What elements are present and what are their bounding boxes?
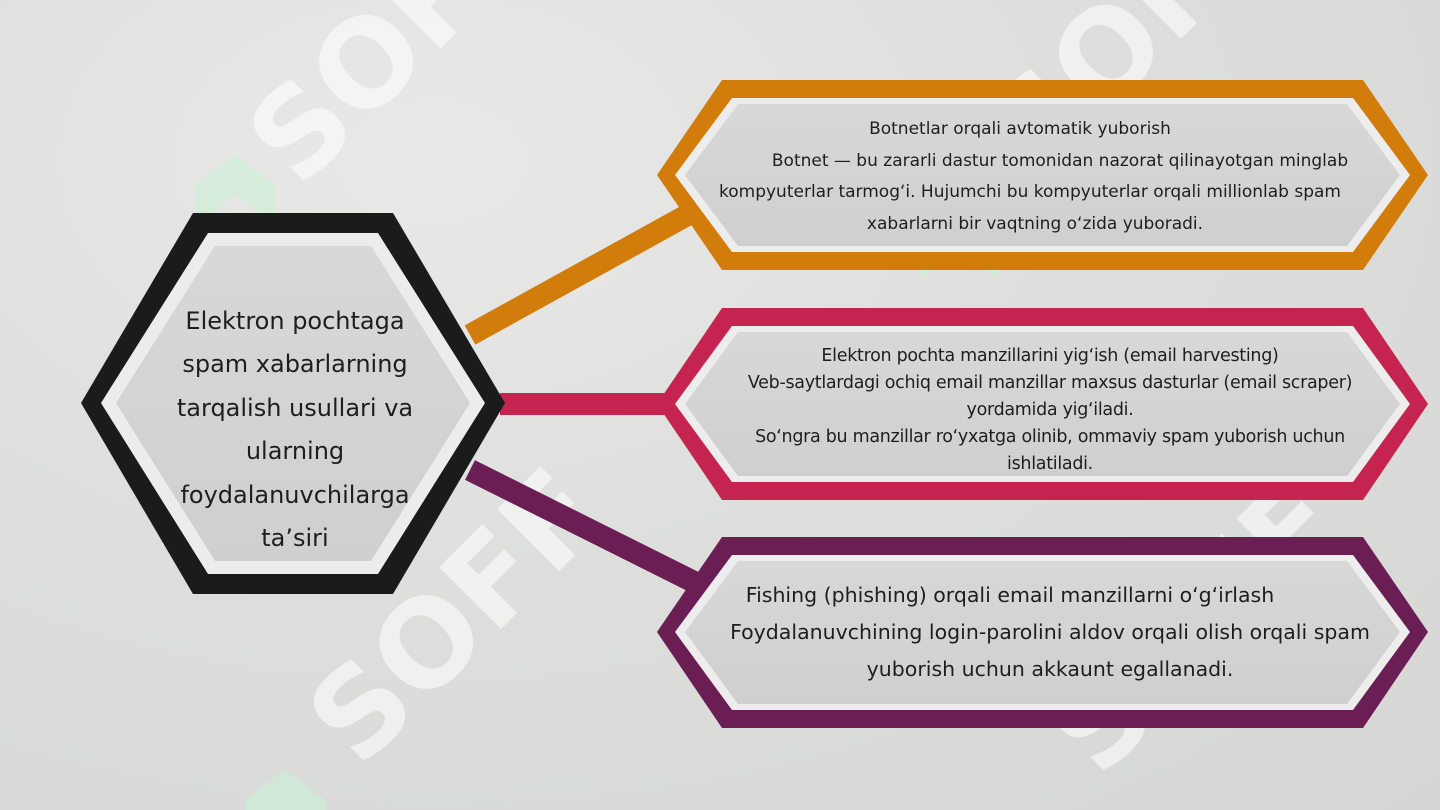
watermark-logo-mark: [245, 770, 325, 810]
connector-line-1: [464, 198, 706, 345]
watermark-text: SOFF: [222, 0, 569, 211]
method-box-2-fill: [685, 332, 1400, 476]
method-box-1-line: Botnet — bu zararli dastur tomonidan naz…: [771, 150, 1349, 171]
center-title-line: foydalanuvchilarga: [180, 480, 410, 509]
method-box-3-line: yuborish uchun akkaunt egallanadi.: [866, 657, 1234, 681]
method-box-1-text: Botnetlar orqali avtomatik yuborish Botn…: [690, 112, 1390, 242]
method-box-1-line: xabarlarni bir vaqtning o‘zida yuboradi.: [866, 213, 1204, 234]
center-hexagon-fill: [116, 246, 470, 561]
center-title: Elektron pochtaga spam xabarlarning tarq…: [150, 300, 440, 560]
watermark-logo-mark: [195, 155, 275, 225]
method-box-3-text: Fishing (phishing) orqali email manzilla…: [700, 575, 1400, 690]
center-title-line: Elektron pochtaga: [185, 306, 405, 335]
center-title-line: spam xabarlarning: [182, 350, 408, 378]
center-hexagon: [81, 213, 505, 594]
method-box-2-line: yordamida yig‘iladi.: [966, 399, 1134, 420]
method-box-2-line: Veb-saytlardagi ochiq email manzillar ma…: [747, 372, 1353, 393]
method-box-3-title: Fishing (phishing) orqali email manzilla…: [745, 583, 1275, 607]
method-box-2-line: ishlatiladi.: [1007, 453, 1093, 474]
method-box-1-line: kompyuterlar tarmog‘i. Hujumchi bu kompy…: [719, 182, 1341, 202]
center-title-line: tarqalish usullari va: [176, 393, 414, 422]
connector-line-3: [465, 460, 705, 595]
method-box-2-text: Elektron pochta manzillarini yig‘ish (em…: [700, 340, 1400, 480]
method-box-3-line: Foydalanuvchining login-parolini aldov o…: [730, 620, 1370, 644]
method-box-3-fill: [685, 561, 1400, 704]
method-box-1-title: Botnetlar orqali avtomatik yuborish: [869, 119, 1171, 139]
method-box-3: [657, 537, 1428, 728]
method-box-2-title: Elektron pochta manzillarini yig‘ish (em…: [821, 345, 1279, 366]
method-box-1: [657, 80, 1428, 270]
method-box-1-fill: [685, 104, 1400, 246]
center-title-line: ularning: [245, 437, 345, 465]
method-box-2: [657, 308, 1428, 500]
method-box-2-line: So‘ngra bu manzillar ro‘yxatga olinib, o…: [755, 426, 1345, 447]
center-title-line: ta’siri: [261, 524, 329, 552]
